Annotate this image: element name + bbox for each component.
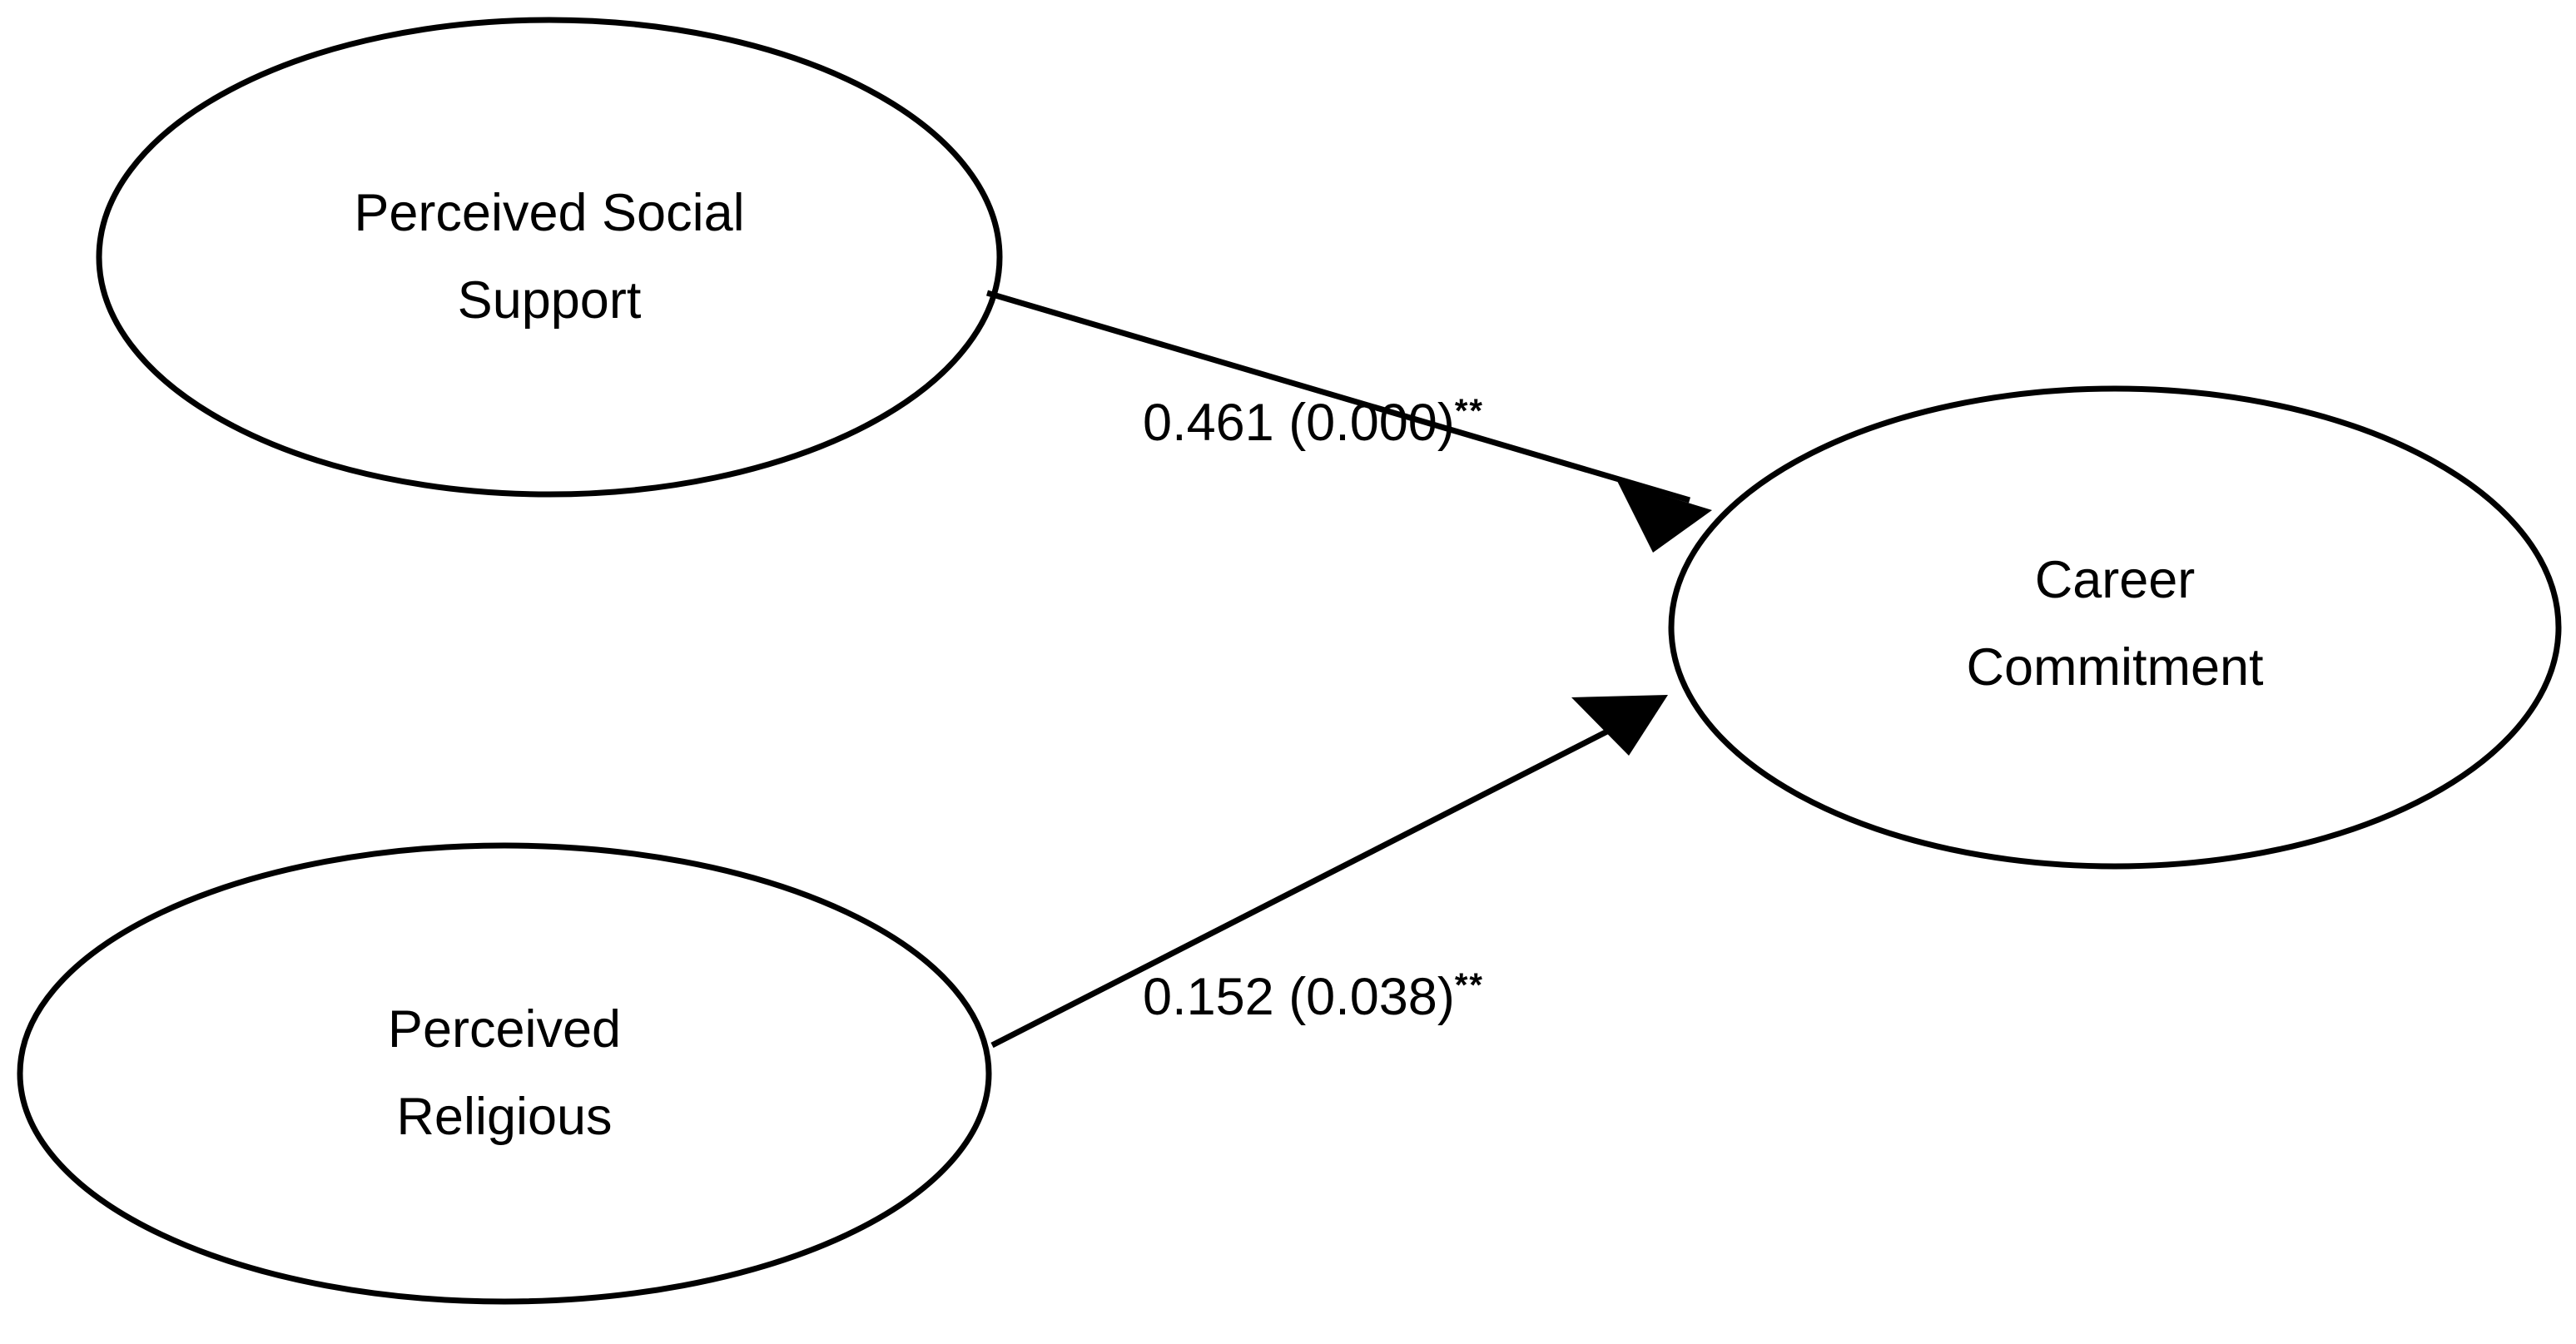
node-ellipse-perceived-social-support[interactable]	[96, 17, 1003, 498]
path-arrow-line-pss-to-cc[interactable]	[986, 290, 1690, 503]
node-ellipse-perceived-religious[interactable]	[17, 842, 992, 1305]
path-arrow-line-pr-to-cc[interactable]	[990, 711, 1643, 1049]
arrow-head-icon-pr-to-cc	[1571, 695, 1668, 756]
node-ellipse-career-commitment[interactable]	[1668, 385, 2562, 870]
arrow-head-icon-pss-to-cc	[1617, 481, 1712, 553]
